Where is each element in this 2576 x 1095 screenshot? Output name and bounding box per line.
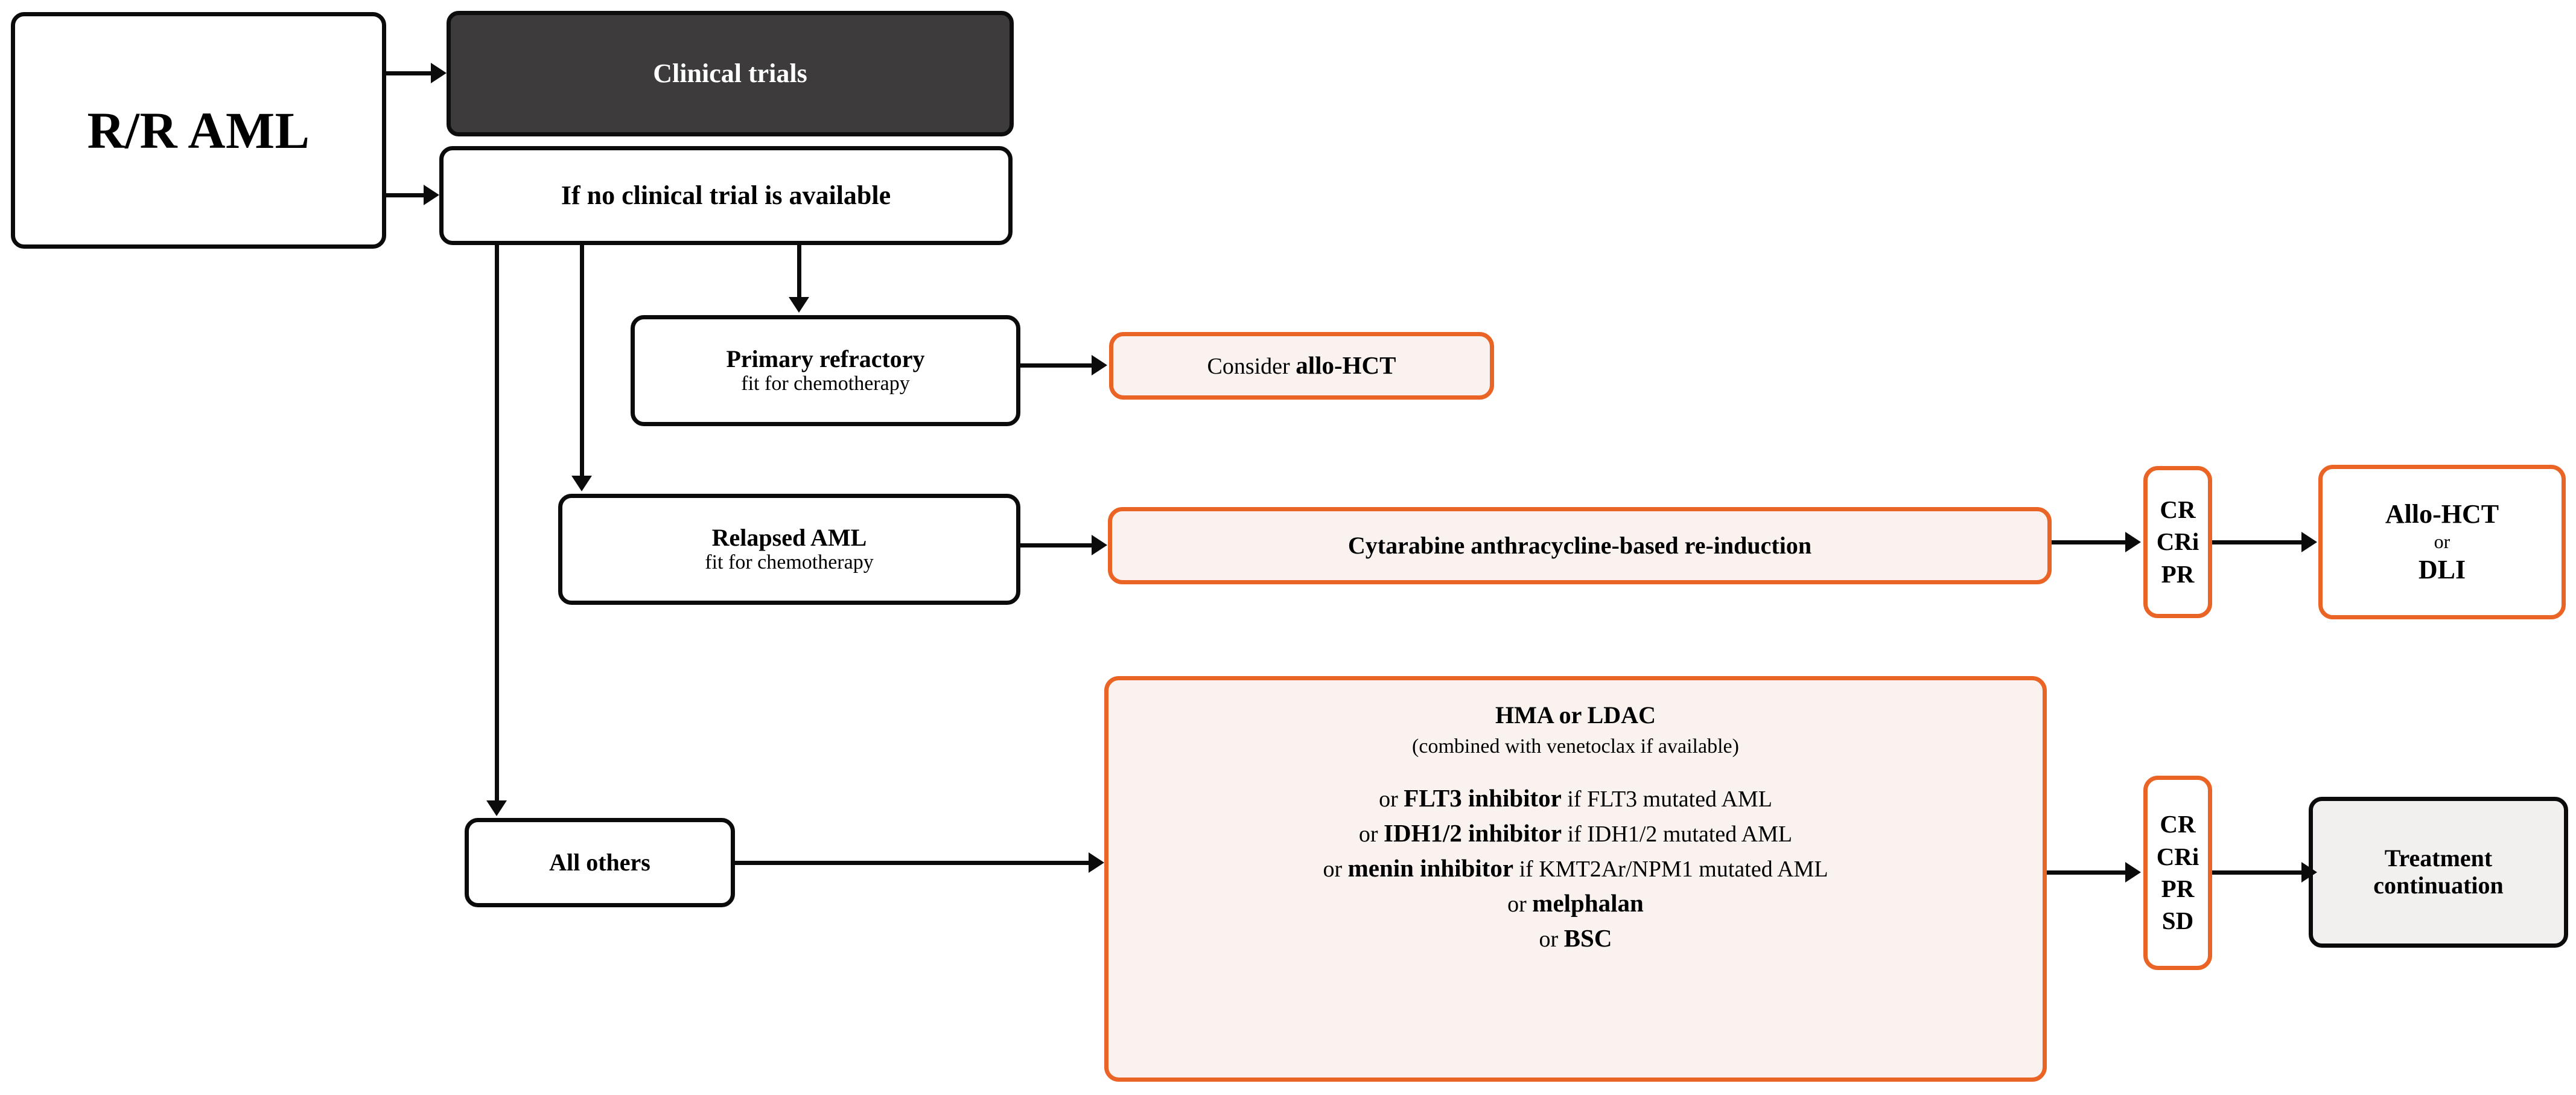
node-relapsed-aml-subtitle: fit for chemotherapy: [705, 551, 874, 574]
edge-root-to-no-trial-arrowhead: [424, 185, 439, 205]
opt0-prefix: or: [1379, 786, 1404, 812]
node-allo-hct-label: Allo-HCT: [2385, 499, 2499, 529]
node-primary-refractory-subtitle: fit for chemotherapy: [741, 372, 910, 395]
opt2-suffix: if KMT2Ar/NPM1 mutated AML: [1513, 856, 1828, 882]
edge-relapsed-to-reinduction: [1020, 543, 1094, 548]
node-consider-allo-hct-label: Consider allo-HCT: [1207, 351, 1396, 380]
node-clinical-trials-label: Clinical trials: [653, 59, 807, 89]
treatment-continuation-line1: Treatment: [2384, 844, 2493, 872]
node-no-clinical-trial[interactable]: If no clinical trial is available: [439, 146, 1013, 245]
treatment-continuation-line2: continuation: [2373, 872, 2504, 899]
node-response-bottom[interactable]: CR CRi PR SD: [2143, 776, 2212, 970]
node-reinduction[interactable]: Cytarabine anthracycline-based re-induct…: [1108, 507, 2052, 584]
node-reinduction-label: Cytarabine anthracycline-based re-induct…: [1347, 531, 1812, 559]
edge-response-to-treatment: [2212, 870, 2304, 875]
opt4-drug: BSC: [1563, 924, 1612, 952]
opt0-suffix: if FLT3 mutated AML: [1561, 786, 1772, 812]
opt1-suffix: if IDH1/2 mutated AML: [1562, 821, 1793, 847]
node-all-others[interactable]: All others: [465, 818, 735, 907]
edge-all-others-to-hma-arrowhead: [1089, 852, 1104, 873]
edge-no-trial-to-all-others-arrowhead: [486, 800, 507, 816]
edge-response-to-treatment-arrowhead: [2301, 862, 2317, 883]
edge-hma-to-response-arrowhead: [2125, 862, 2141, 883]
edge-primary-to-allohct-arrowhead: [1092, 355, 1107, 375]
edge-response-to-allohct-dli-arrowhead: [2301, 532, 2317, 552]
hma-option-menin: or menin inhibitor if KMT2Ar/NPM1 mutate…: [1323, 854, 1828, 883]
node-relapsed-aml[interactable]: Relapsed AML fit for chemotherapy: [558, 494, 1020, 605]
node-treatment-continuation[interactable]: Treatment continuation: [2309, 797, 2568, 948]
node-relapsed-aml-title: Relapsed AML: [711, 523, 867, 551]
edge-reinduction-to-response: [2052, 540, 2128, 544]
edge-reinduction-to-response-arrowhead: [2125, 532, 2141, 552]
response-bottom-sd: SD: [2161, 907, 2194, 935]
consider-drug: allo-HCT: [1296, 351, 1396, 380]
edge-no-trial-to-relapsed-arrowhead: [571, 476, 592, 491]
hma-heading: HMA or LDAC: [1495, 701, 1656, 729]
opt1-drug: IDH1/2 inhibitor: [1384, 819, 1562, 847]
opt4-prefix: or: [1539, 926, 1564, 952]
opt2-drug: menin inhibitor: [1347, 854, 1514, 882]
edge-primary-to-allohct: [1020, 363, 1094, 368]
edge-response-to-allohct-dli: [2212, 540, 2304, 544]
response-bottom-pr: PR: [2161, 875, 2195, 902]
edge-no-trial-to-all-others-vertical: [495, 243, 499, 802]
hma-option-flt3: or FLT3 inhibitor if FLT3 mutated AML: [1379, 784, 1772, 812]
opt2-prefix: or: [1323, 856, 1348, 882]
edge-all-others-to-hma: [735, 861, 1091, 865]
node-dli-label: DLI: [2418, 554, 2466, 584]
edge-no-trial-to-relapsed-vertical: [580, 243, 584, 477]
edge-relapsed-to-reinduction-arrowhead: [1092, 535, 1107, 555]
node-rr-aml-label: R/R AML: [87, 101, 310, 159]
node-clinical-trials[interactable]: Clinical trials: [447, 11, 1014, 136]
opt3-prefix: or: [1507, 891, 1533, 917]
node-primary-refractory-title: Primary refractory: [726, 345, 925, 372]
opt0-drug: FLT3 inhibitor: [1404, 784, 1562, 812]
response-bottom-cri: CRi: [2156, 842, 2199, 870]
edge-no-trial-to-primary-vertical: [797, 243, 801, 298]
node-response-top[interactable]: CR CRi PR: [2143, 466, 2212, 618]
hma-option-bsc: or BSC: [1539, 924, 1612, 953]
opt1-prefix: or: [1358, 821, 1384, 847]
node-allo-hct-dli[interactable]: Allo-HCT or DLI: [2318, 465, 2566, 619]
edge-hma-to-response: [2047, 870, 2128, 875]
response-top-pr: PR: [2161, 560, 2195, 588]
node-rr-aml[interactable]: R/R AML: [11, 12, 386, 249]
response-bottom-cr: CR: [2160, 810, 2196, 838]
hma-option-idh: or IDH1/2 inhibitor if IDH1/2 mutated AM…: [1358, 819, 1793, 848]
node-consider-allo-hct[interactable]: Consider allo-HCT: [1109, 332, 1494, 400]
consider-prefix: Consider: [1207, 354, 1296, 380]
node-all-others-label: All others: [549, 848, 650, 876]
edge-root-to-trials-arrowhead: [431, 63, 447, 83]
node-hma-ldac[interactable]: HMA or LDAC (combined with venetoclax if…: [1104, 676, 2047, 1082]
response-top-cr: CR: [2160, 496, 2196, 524]
node-no-clinical-trial-label: If no clinical trial is available: [561, 180, 891, 211]
edge-root-to-no-trial: [386, 193, 427, 197]
node-primary-refractory[interactable]: Primary refractory fit for chemotherapy: [631, 315, 1020, 426]
opt3-drug: melphalan: [1532, 889, 1644, 917]
hma-subheading: (combined with venetoclax if available): [1412, 735, 1739, 758]
hma-option-melphalan: or melphalan: [1507, 889, 1644, 918]
response-top-cri: CRi: [2156, 528, 2199, 556]
edge-no-trial-to-primary-arrowhead: [789, 297, 809, 313]
node-allo-hct-or: or: [2434, 531, 2450, 553]
edge-root-to-trials: [386, 71, 433, 75]
